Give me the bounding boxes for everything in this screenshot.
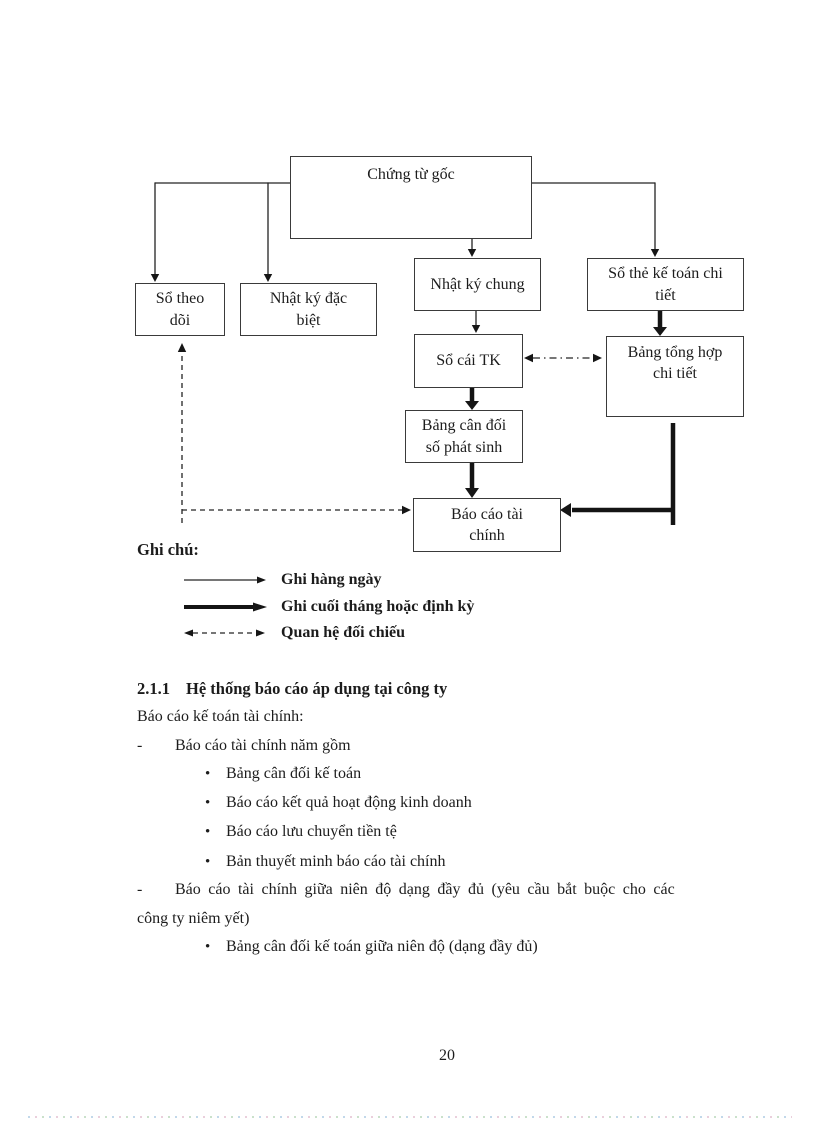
legend-label: Quan hệ đối chiếu — [281, 624, 406, 641]
connector-socai-to-bangcandoi-thick — [465, 386, 479, 410]
bullet-item: • Bản thuyết minh báo cáo tài chính — [137, 853, 809, 871]
thick-arrow-icon — [184, 602, 267, 612]
bullet-text: Báo cáo kết quả hoạt động kinh doanh — [226, 794, 472, 811]
legend-label: Ghi cuối tháng hoặc định kỳ — [281, 598, 475, 615]
dash-item: - Báo cáo tài chính năm gồm — [137, 737, 741, 755]
section-heading: 2.1.1 Hệ thống báo cáo áp dụng tại công t… — [137, 679, 741, 699]
flow-box-label: Bảng cân đối — [421, 417, 507, 435]
flow-box-label: chi tiết — [653, 365, 697, 383]
connector-sothe-to-bangtonghop-thick — [653, 309, 667, 336]
flow-box-label: tiết — [655, 286, 676, 304]
flow-box-nhat-ky-chung: Nhật ký chung — [414, 258, 541, 311]
flow-box-label: Nhật ký chung — [430, 275, 525, 293]
dashed-double-arrow-icon — [184, 629, 265, 637]
connector-nhatkychung-to-socai — [471, 309, 481, 333]
page-bottom-dotted-rule — [28, 1116, 792, 1118]
legend-item-daily: Ghi hàng ngày — [183, 571, 381, 589]
flow-box-so-the-ke-toan-chi-tiet: Sổ thẻ kế toán chi tiết — [587, 258, 744, 311]
intro-line: Báo cáo kế toán tài chính: — [137, 708, 304, 725]
connector-socai-bangtonghop-dashdot — [524, 353, 602, 363]
bullet-text: Bảng cân đối kế toán giữa niên độ (dạng … — [226, 938, 538, 955]
flow-box-label: Sổ cái TK — [436, 352, 501, 370]
dash-item: - Báo cáo tài chính giữa niên độ dạng đầy… — [137, 881, 741, 899]
bullet-item: • Báo cáo lưu chuyển tiền tệ — [137, 823, 809, 841]
bullet-icon: • — [205, 824, 211, 840]
flow-box-label: Sổ thẻ kế toán chi — [608, 265, 723, 283]
flow-box-label: Bảng tổng hợp — [627, 344, 723, 361]
connector-chungtu-left-branch — [150, 182, 291, 282]
flow-box-nhat-ky-dac-biet: Nhật ký đặc biệt — [240, 283, 377, 336]
connector-bangtonghop-to-baocao-thick — [560, 423, 676, 525]
legend-item-monthly: Ghi cuối tháng hoặc định kỳ — [183, 598, 474, 616]
bullet-icon: • — [205, 766, 211, 782]
flow-box-so-cai-tk: Sổ cái TK — [414, 334, 523, 388]
dash-item-text: Báo cáo tài chính giữa niên độ dạng đầy … — [175, 881, 675, 898]
bullet-item: • Báo cáo kết quả hoạt động kinh doanh — [137, 794, 809, 812]
connector-bangcandoi-to-baocao-thick — [465, 462, 479, 498]
flow-box-bang-can-doi-so-phat-sinh: Bảng cân đối số phát sinh — [405, 410, 523, 463]
connector-baocao-sotheodoi-dashed — [177, 343, 411, 523]
bullet-icon: • — [205, 854, 211, 870]
flow-box-label: chính — [469, 527, 505, 544]
flow-box-label: số phát sinh — [425, 438, 503, 456]
flow-box-label: Báo cáo tài — [451, 505, 523, 523]
flow-box-bao-cao-tai-chinh: Báo cáo tài chính — [413, 498, 561, 552]
bullet-icon: • — [205, 939, 211, 955]
flow-box-label: dõi — [169, 311, 191, 329]
bullet-item: • Bảng cân đối kế toán giữa niên độ (dạng… — [137, 938, 809, 956]
legend-item-reconcile: Quan hệ đối chiếu — [183, 624, 405, 642]
flow-box-bang-tong-hop-chi-tiet: Bảng tổng hợp chi tiết — [606, 336, 744, 417]
dash-marker: - — [137, 737, 143, 754]
flow-box-chung-tu-goc: Chứng từ gốc — [290, 156, 532, 239]
flow-box-label: Sổ theo — [155, 290, 205, 308]
dash-item-text: Báo cáo tài chính năm gồm — [175, 737, 351, 754]
bullet-icon: • — [205, 795, 211, 811]
page-number: 20 — [439, 1047, 455, 1064]
connector-chungtu-right-branch — [530, 182, 660, 257]
bullet-text: Bảng cân đối kế toán — [226, 765, 362, 782]
bullet-item: • Bảng cân đối kế toán — [137, 765, 809, 783]
flow-box-label: Nhật ký đặc — [269, 290, 348, 308]
flow-box-so-theo-doi: Sổ theo dõi — [135, 283, 225, 336]
legend-label: Ghi hàng ngày — [281, 571, 382, 588]
section-number: 2.1.1 — [137, 679, 170, 698]
dash-item-continuation: công ty niêm yết) — [137, 910, 250, 927]
bullet-text: Báo cáo lưu chuyển tiền tệ — [226, 823, 397, 840]
flow-box-label: biệt — [296, 311, 321, 329]
section-title: Hệ thống báo cáo áp dụng tại công ty — [186, 679, 448, 698]
flow-box-label: Chứng từ gốc — [367, 166, 455, 183]
dash-marker: - — [137, 881, 143, 898]
legend-title: Ghi chú: — [137, 540, 199, 559]
thin-arrow-icon — [184, 576, 266, 584]
bullet-text: Bản thuyết minh báo cáo tài chính — [226, 853, 446, 870]
